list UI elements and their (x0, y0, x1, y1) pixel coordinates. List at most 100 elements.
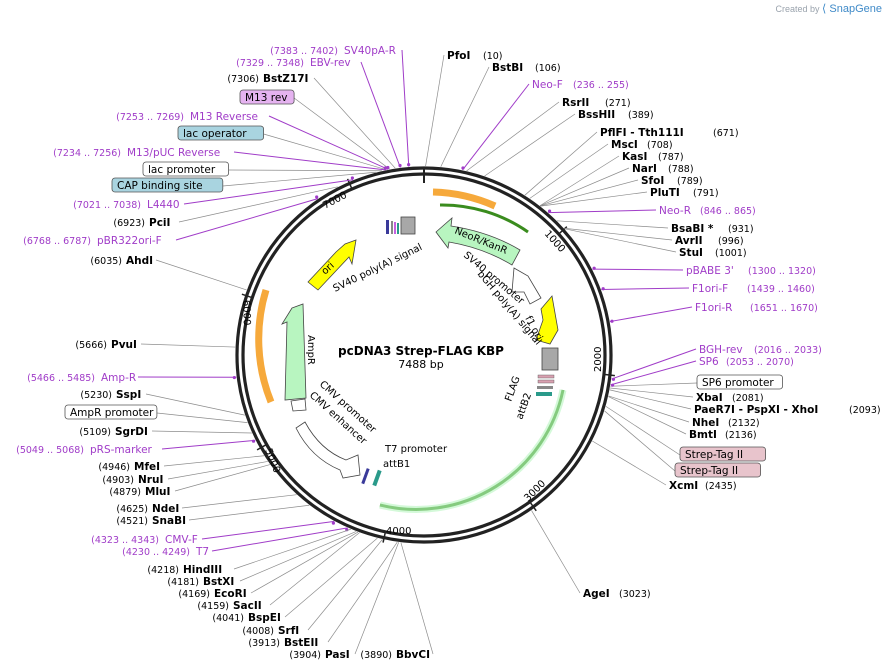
cmv-arrow[interactable] (295, 421, 361, 479)
annotation-t7[interactable]: (4230 .. 4249)T7 (122, 546, 209, 558)
pvui-label: PvuI (111, 339, 137, 351)
leader-neo-r (548, 209, 657, 214)
annotation-bmti[interactable]: BmtI(2136) (689, 429, 757, 441)
lac-operator-label: lac operator (183, 128, 247, 140)
annotation-lac-promoter[interactable]: lac promoter (142, 161, 229, 177)
sv40-promoter-arrow[interactable] (511, 267, 542, 305)
bgh-polya-box[interactable] (541, 347, 559, 371)
annotation-f1ori-r[interactable]: F1ori-R(1651 .. 1670) (695, 302, 818, 314)
annotation-bsshii[interactable]: BssHII(389) (578, 109, 654, 121)
annotation-cmv-f[interactable]: (4323 .. 4343)CMV-F (91, 534, 198, 546)
annotation-f1ori-f[interactable]: F1ori-F(1439 .. 1460) (692, 283, 815, 295)
annotation-pluti[interactable]: PluTI(791) (650, 187, 719, 199)
credit-prefix: Created by (775, 4, 820, 14)
annotation-bspei[interactable]: (4041)BspEI (212, 612, 280, 624)
annotation-sp6-promoter[interactable]: SP6 promoter (696, 374, 783, 390)
annotation-pfoi[interactable]: PfoI(10) (447, 50, 503, 62)
annotation-mlui[interactable]: (4879)MluI (109, 486, 170, 498)
annotation-strep-tag-2a[interactable]: Strep-Tag II (679, 446, 766, 462)
annotation-srfi[interactable]: (4008)SrfI (242, 625, 299, 637)
annotation-pbabe3[interactable]: pBABE 3'(1300 .. 1320) (686, 265, 816, 277)
annotation-agei[interactable]: AgeI(3023) (583, 588, 651, 600)
annotation-bstbi[interactable]: BstBI(106) (492, 62, 561, 74)
annotation-pflfi-group[interactable]: PflFI - Tth111I(671) (600, 127, 739, 139)
annotation-bgh-rev[interactable]: BGH-rev(2016 .. 2033) (699, 344, 822, 356)
annotation-l4440[interactable]: (7021 .. 7038)L4440 (73, 199, 179, 211)
annotation-cap-binding-site[interactable]: CAP binding site (111, 177, 224, 193)
annotation-pvui[interactable]: (5666)PvuI (75, 339, 137, 351)
f1-ori-arrow[interactable] (535, 295, 559, 345)
cap-binding-site-box[interactable] (111, 177, 224, 193)
cap-binding-site-label: CAP binding site (117, 180, 203, 192)
annotation-mfei[interactable]: (4946)MfeI (98, 461, 160, 473)
annotation-sspi[interactable]: (5230)SspI (80, 389, 141, 401)
annotation-nrui[interactable]: (4903)NruI (102, 474, 163, 486)
annotation-bsabi[interactable]: BsaBI *(931) (671, 223, 754, 235)
annotation-saci[interactable]: (4159)SacII (197, 600, 261, 612)
lac-promoter-box[interactable] (142, 161, 229, 177)
ampr-promoter-box[interactable] (64, 404, 158, 420)
neor-kanr-arrow[interactable] (435, 217, 521, 266)
m13-rev-box[interactable] (239, 89, 295, 105)
ori-arrow[interactable] (307, 239, 357, 291)
annotation-ndei[interactable]: (4625)NdeI (116, 503, 179, 515)
strep-tag-2a-box[interactable] (679, 446, 766, 462)
annotation-pasi[interactable]: (3904)PasI (289, 649, 349, 661)
annotation-sgrdi[interactable]: (5109)SgrDI (79, 426, 147, 438)
annotation-ebv-rev[interactable]: (7329 .. 7348)EBV-rev (236, 57, 351, 69)
strep-tag-2b-box[interactable] (674, 462, 761, 478)
sp6-promoter-box[interactable] (696, 374, 783, 390)
annotation-bsteii[interactable]: (3913)BstEII (248, 637, 318, 649)
annotation-amp-r[interactable]: (5466 .. 5485)Amp-R (27, 372, 136, 384)
sv40-polya-box[interactable] (400, 216, 416, 235)
annotation-m13-reverse[interactable]: (7253 .. 7269)M13 Reverse (116, 111, 258, 123)
annotation-nhei[interactable]: NheI(2132) (692, 417, 760, 429)
pbr322ori-f-label: pBR322ori-F (97, 235, 162, 247)
mfei-label: MfeI (134, 461, 160, 473)
cmv-f-label: CMV-F (165, 534, 198, 546)
annotation-sv40pa-r[interactable]: (7383 .. 7402)SV40pA-R (270, 45, 396, 57)
annotation-nari[interactable]: NarI(788) (632, 163, 694, 175)
annotation-xbai[interactable]: XbaI(2081) (696, 392, 764, 404)
annotation-ahdi[interactable]: (6035)AhdI (90, 255, 153, 267)
green-arc-top[interactable] (439, 203, 529, 234)
annotation-sp6[interactable]: SP6(2053 .. 2070) (699, 356, 794, 368)
annotation-neo-r[interactable]: Neo-R(846 .. 865) (659, 205, 756, 217)
annotation-prs-marker[interactable]: (5049 .. 5068)pRS-marker (16, 444, 152, 456)
annotation-sfoi[interactable]: SfoI(789) (641, 175, 703, 187)
saci-label: SacII (233, 600, 262, 612)
leader-sfoi (540, 179, 639, 207)
annotation-rsrii[interactable]: RsrII(271) (562, 97, 631, 109)
annotation-m13-rev[interactable]: M13 rev (239, 89, 295, 105)
tick-marks (241, 168, 615, 543)
annotation-pbr322ori-f[interactable]: (6768 .. 6787)pBR322ori-F (23, 235, 162, 247)
annotation-avrii[interactable]: AvrII(996) (675, 235, 744, 247)
annotation-pcii[interactable]: (6923)PciI (113, 217, 170, 229)
annotation-msci[interactable]: MscI(708) (611, 139, 673, 151)
amp-r-range: (5466 .. 5485) (27, 373, 95, 384)
leader-ahdi (155, 259, 247, 291)
annotation-ecori[interactable]: (4169)EcoRI (178, 588, 246, 600)
annotation-stui[interactable]: StuI(1001) (679, 247, 747, 259)
snapgene-logo[interactable]: ⟨ SnapGene (822, 3, 882, 15)
annotation-hindiii[interactable]: (4218)HindIII (147, 564, 222, 576)
annotation-bstxi[interactable]: (4181)BstXI (167, 576, 234, 588)
annotation-snabi[interactable]: (4521)SnaBI (116, 515, 186, 527)
orange-arc-left[interactable] (255, 288, 275, 404)
annotation-kasi[interactable]: KasI(787) (622, 151, 684, 163)
annotation-bstz17i[interactable]: (7306)BstZ17I (227, 73, 308, 85)
tick-2000 (603, 373, 615, 377)
orange-arc-top[interactable] (432, 188, 497, 210)
annotation-ampr-promoter[interactable]: AmpR promoter (64, 404, 158, 420)
ampr-promoter-shape[interactable] (290, 398, 307, 412)
annotation-xcmi[interactable]: XcmI(2435) (669, 480, 737, 492)
l4440-range: (7021 .. 7038) (73, 200, 141, 211)
annotation-neo-f[interactable]: Neo-F(236 .. 255) (532, 79, 629, 91)
annotation-m13-puc-reverse[interactable]: (7234 .. 7256)M13/pUC Reverse (53, 147, 220, 159)
ampr-arrow[interactable] (281, 303, 307, 401)
annotation-bbvci[interactable]: (3890)BbvCI (360, 649, 430, 661)
annotation-lac-operator[interactable]: lac operator (177, 125, 264, 141)
annotation-strep-tag-2b[interactable]: Strep-Tag II (674, 462, 761, 478)
annotation-paer7i-group[interactable]: PaeR7I - PspXI - XhoI(2093) (694, 404, 881, 416)
lac-operator-box[interactable] (177, 125, 264, 141)
